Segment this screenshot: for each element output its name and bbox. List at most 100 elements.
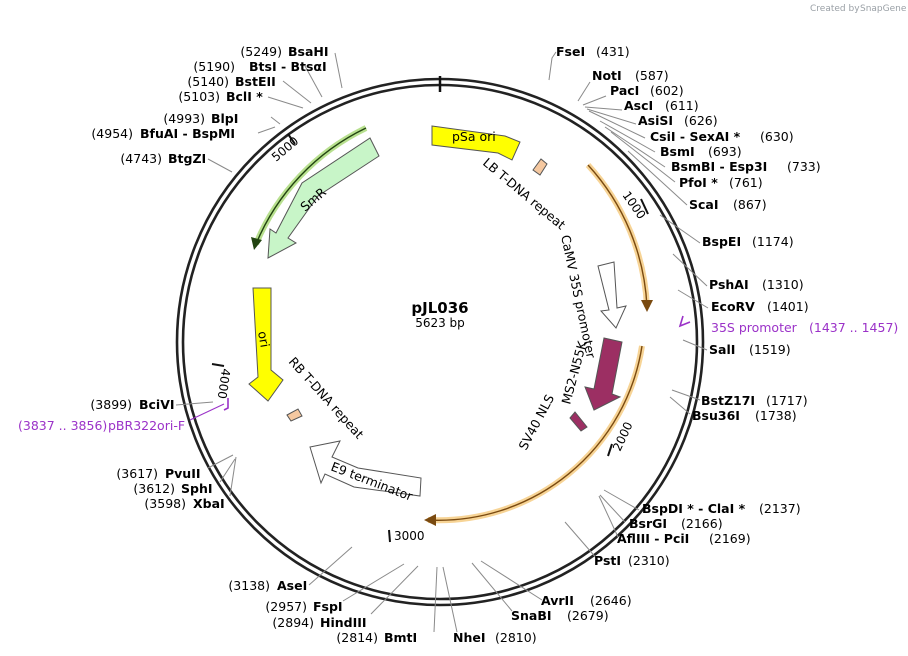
site-pvuii-name[interactable]: PvuII — [165, 466, 201, 481]
site-avrii[interactable]: AvrII (2646) — [541, 593, 632, 608]
primer-pbr-leader — [189, 403, 225, 421]
site-bcli[interactable]: (5103) BclI * — [178, 89, 263, 104]
site-btgzi-name[interactable]: BtgZI — [168, 151, 206, 166]
site-asisi-name[interactable]: AsiSI — [638, 113, 673, 128]
site-asei[interactable]: (3138) AseI — [228, 578, 307, 593]
site-scai-name[interactable]: ScaI — [689, 197, 719, 212]
site-asisi[interactable]: AsiSI (626) — [638, 113, 718, 128]
site-bsahi-pos: (5249) — [240, 44, 282, 59]
site-csii[interactable]: CsiI - SexAI * (630) — [650, 129, 794, 144]
site-scai[interactable]: ScaI (867) — [689, 197, 767, 212]
site-fsei[interactable]: FseI (431) — [556, 44, 630, 59]
site-bclvi[interactable]: (3899) BciVI — [90, 397, 174, 412]
site-bsrgi-name[interactable]: BsrGI — [629, 516, 667, 531]
site-bsteii[interactable]: (5140) BstEII — [187, 74, 275, 89]
site-paci-name[interactable]: PacI — [610, 83, 639, 98]
site-nhei[interactable]: NheI (2810) — [453, 630, 537, 645]
site-bmti[interactable]: (2814) BmtI — [336, 630, 417, 645]
site-bspdi-name[interactable]: BspDI * - ClaI * — [642, 501, 746, 516]
credit-app: SnapGene — [860, 4, 907, 14]
site-paci[interactable]: PacI (602) — [610, 83, 684, 98]
site-sphi-name[interactable]: SphI — [181, 481, 213, 496]
site-bsteii-name[interactable]: BstEII — [235, 74, 276, 89]
site-bsrgi[interactable]: BsrGI (2166) — [629, 516, 723, 531]
site-bsmbi[interactable]: BsmBI - Esp3I (733) — [671, 159, 821, 174]
site-pfoi[interactable]: PfoI * (761) — [679, 175, 763, 190]
site-blpi-name[interactable]: BlpI — [211, 111, 238, 126]
site-afliii-name[interactable]: AflIII - PciI — [617, 531, 689, 546]
site-pfoi-name[interactable]: PfoI * — [679, 175, 718, 190]
site-ecorv-name[interactable]: EcoRV — [711, 299, 755, 314]
site-fspi[interactable]: (2957) FspI — [265, 599, 342, 614]
site-blpi-pos: (4993) — [163, 111, 205, 126]
site-psti[interactable]: PstI (2310) — [594, 553, 670, 568]
plasmid-size: 5623 bp — [415, 316, 465, 330]
site-avrii-pos: (2646) — [590, 593, 632, 608]
site-bspdi[interactable]: BspDI * - ClaI * (2137) — [642, 501, 801, 516]
site-afliii[interactable]: AflIII - PciI (2169) — [617, 531, 751, 546]
site-bsmi-name[interactable]: BsmI — [660, 144, 695, 159]
site-snabi[interactable]: SnaBI (2679) — [511, 608, 609, 623]
site-sali-name[interactable]: SalI — [709, 342, 735, 357]
site-bsmbi-name[interactable]: BsmBI - Esp3I — [671, 159, 767, 174]
site-asci-name[interactable]: AscI — [624, 98, 653, 113]
site-bstz17i-name[interactable]: BstZ17I — [701, 393, 755, 408]
site-avrii-name[interactable]: AvrII — [541, 593, 574, 608]
site-asei-name[interactable]: AseI — [277, 578, 307, 593]
primer-pbr-range: (3837 .. 3856) — [18, 418, 107, 433]
site-hindiii-name[interactable]: HindIII — [320, 615, 367, 630]
site-nhei-name[interactable]: NheI — [453, 630, 486, 645]
primer-35s-name: 35S promoter — [711, 320, 798, 335]
site-bsu36i[interactable]: Bsu36I (1738) — [692, 408, 797, 423]
site-ecorv[interactable]: EcoRV (1401) — [711, 299, 809, 314]
tick-3000-label: 3000 — [394, 529, 425, 543]
site-sali[interactable]: SalI (1519) — [709, 342, 791, 357]
lb-block — [532, 158, 548, 176]
orf-arc-1-glow — [585, 162, 650, 308]
site-fspi-name[interactable]: FspI — [313, 599, 343, 614]
sv40-label: SV40 NLS — [515, 392, 557, 453]
tick-4000-label: 4000 — [215, 368, 233, 400]
primer-35s-range: (1437 .. 1457) — [809, 320, 898, 335]
site-bspei-name[interactable]: BspEI — [702, 234, 741, 249]
site-xbai-name[interactable]: XbaI — [193, 496, 225, 511]
feature-sv40: SV40 NLS — [515, 392, 588, 453]
site-bfuai[interactable]: (4954) BfuAI - BspMI — [91, 126, 235, 141]
site-asci[interactable]: AscI (611) — [624, 98, 699, 113]
site-btsi[interactable]: (5190) BtsI - BtsαI — [193, 59, 326, 74]
site-pshai-name[interactable]: PshAI — [709, 277, 749, 292]
site-bspei[interactable]: BspEI (1174) — [702, 234, 794, 249]
site-bmti-name[interactable]: BmtI — [384, 630, 417, 645]
site-bsu36i-name[interactable]: Bsu36I — [692, 408, 740, 423]
site-xbai[interactable]: (3598) XbaI — [144, 496, 224, 511]
tick-3000-mark — [388, 529, 391, 543]
site-pshai-pos: (1310) — [762, 277, 804, 292]
site-bfuai-name[interactable]: BfuAI - BspMI — [140, 126, 235, 141]
site-bcli-name[interactable]: BclI * — [226, 89, 263, 104]
site-sphi[interactable]: (3612) SphI — [133, 481, 212, 496]
site-bmti-pos: (2814) — [336, 630, 378, 645]
site-bclvi-name[interactable]: BciVI — [139, 397, 175, 412]
site-noti-name[interactable]: NotI — [592, 68, 622, 83]
site-bsu36i-pos: (1738) — [755, 408, 797, 423]
site-bsahi-name[interactable]: BsaHI — [288, 44, 329, 59]
primer-pbr-name: pBR322ori-F — [108, 418, 185, 433]
site-pvuii[interactable]: (3617) PvuII — [116, 466, 200, 481]
site-hindiii[interactable]: (2894) HindIII — [272, 615, 366, 630]
site-csii-pos: (630) — [760, 129, 794, 144]
site-csii-name[interactable]: CsiI - SexAI * — [650, 129, 741, 144]
site-scai-pos: (867) — [733, 197, 767, 212]
site-blpi[interactable]: (4993) BlpI — [163, 111, 238, 126]
site-pshai[interactable]: PshAI (1310) — [709, 277, 804, 292]
site-bsahi[interactable]: (5249) BsaHI — [240, 44, 328, 59]
site-btgzi[interactable]: (4743) BtgZI — [120, 151, 206, 166]
site-noti[interactable]: NotI (587) — [592, 68, 669, 83]
site-btsi-name[interactable]: BtsI - BtsαI — [249, 59, 327, 74]
site-fsei-name[interactable]: FseI — [556, 44, 585, 59]
feature-psa-ori: pSa ori — [431, 125, 521, 161]
site-psti-name[interactable]: PstI — [594, 553, 621, 568]
site-noti-pos: (587) — [635, 68, 669, 83]
site-bsmi[interactable]: BsmI (693) — [660, 144, 742, 159]
site-snabi-name[interactable]: SnaBI — [511, 608, 552, 623]
site-bstz17i[interactable]: BstZ17I (1717) — [701, 393, 808, 408]
